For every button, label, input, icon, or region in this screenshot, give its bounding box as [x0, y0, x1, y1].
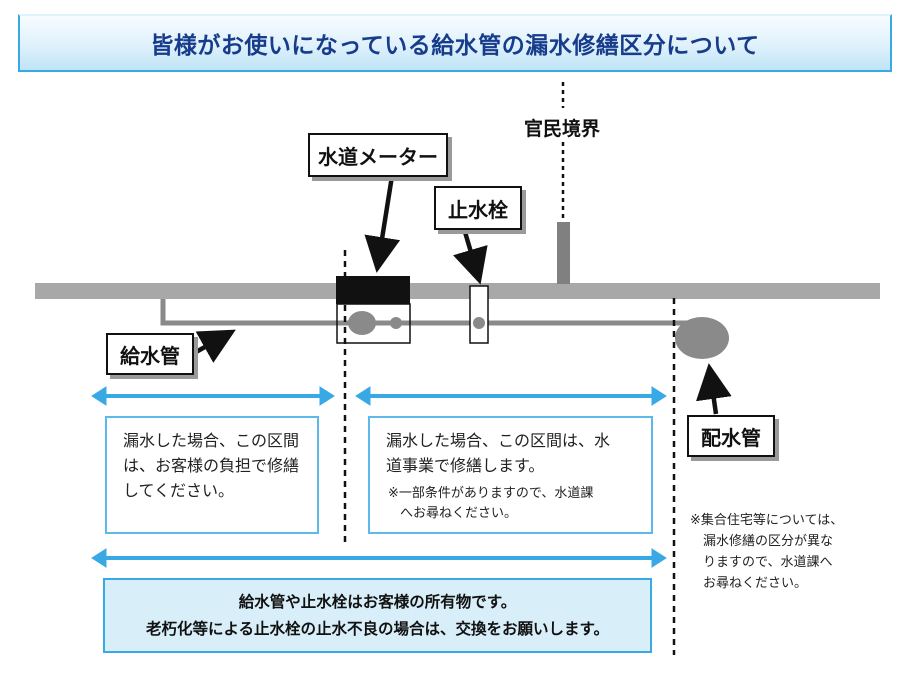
- apartment-note-line: ※集合住宅等については、: [690, 513, 844, 528]
- utility-section-note: ※一部条件がありますので、水道課 へお尋ねください。: [386, 484, 651, 524]
- utility-range-arrow: [355, 386, 667, 406]
- stopcock-label-text: 止水栓: [448, 197, 508, 222]
- boundary-post: [557, 222, 570, 284]
- stopcock-pointer-arrow: [453, 231, 488, 285]
- water-meter-label: 水道メーター: [308, 133, 448, 177]
- apartment-note-line: お尋ねください。: [703, 576, 808, 591]
- title-banner: 皆様がお使いになっている給水管の漏水修繕区分について: [18, 14, 892, 72]
- main-pipe: [675, 317, 729, 359]
- ownership-line: 給水管や止水栓はお客様の所有物です。: [238, 592, 517, 611]
- apartment-note: ※集合住宅等については、 漏水修繕の区分が異な りますので、水道課へ お尋ねくだ…: [690, 510, 843, 594]
- water-meter-frame: [336, 303, 411, 344]
- stopcock-body: [473, 317, 485, 329]
- page-title: 皆様がお使いになっている給水管の漏水修繕区分について: [150, 33, 760, 59]
- customer-section-box: 漏水した場合、この区間 は、お客様の負担で修繕 してください。: [105, 416, 319, 534]
- utility-section-line: 道事業で修繕します。: [386, 456, 545, 475]
- main-pipe-pointer-arrow: [695, 363, 732, 415]
- ownership-range-arrow: [91, 548, 667, 568]
- water-meter-valve: [390, 317, 402, 329]
- utility-note-line: へお尋ねください。: [400, 506, 518, 521]
- utility-note-line: ※一部条件がありますので、水道課: [388, 486, 594, 501]
- apartment-note-line: りますので、水道課へ: [703, 555, 833, 570]
- service-pipe-label-text: 給水管: [120, 343, 180, 368]
- main-pipe-label: 配水管: [687, 415, 775, 457]
- service-pipe-pointer-arrow: [194, 329, 236, 363]
- boundary-label: 官民境界: [524, 118, 601, 140]
- ownership-box: 給水管や止水栓はお客様の所有物です。 老朽化等による止水栓の止水不良の場合は、交…: [103, 578, 652, 653]
- water-meter-label-text: 水道メーター: [318, 144, 438, 169]
- customer-range-arrow: [91, 386, 335, 406]
- service-pipe-label: 給水管: [106, 333, 194, 375]
- customer-section-line: してください。: [123, 481, 235, 500]
- apartment-note-line: 漏水修繕の区分が異な: [703, 534, 834, 549]
- main-pipe-label-text: 配水管: [701, 425, 761, 450]
- utility-section-box: 漏水した場合、この区間は、水 道事業で修繕します。 ※一部条件がありますので、水…: [368, 416, 653, 534]
- water-meter-block: [336, 276, 410, 304]
- stopcock-frame: [469, 285, 489, 344]
- customer-section-line: は、お客様の負担で修繕: [123, 456, 300, 475]
- ownership-line: 老朽化等による止水栓の止水不良の場合は、交換をお願いします。: [146, 619, 609, 638]
- water-meter-body: [348, 311, 376, 335]
- service-pipe: [160, 299, 690, 326]
- utility-section-line: 漏水した場合、この区間は、水: [386, 431, 611, 450]
- meter-pointer-arrow: [364, 175, 401, 273]
- stopcock-label: 止水栓: [434, 186, 522, 230]
- customer-section-line: 漏水した場合、この区間: [123, 431, 300, 450]
- road-line: [35, 283, 880, 299]
